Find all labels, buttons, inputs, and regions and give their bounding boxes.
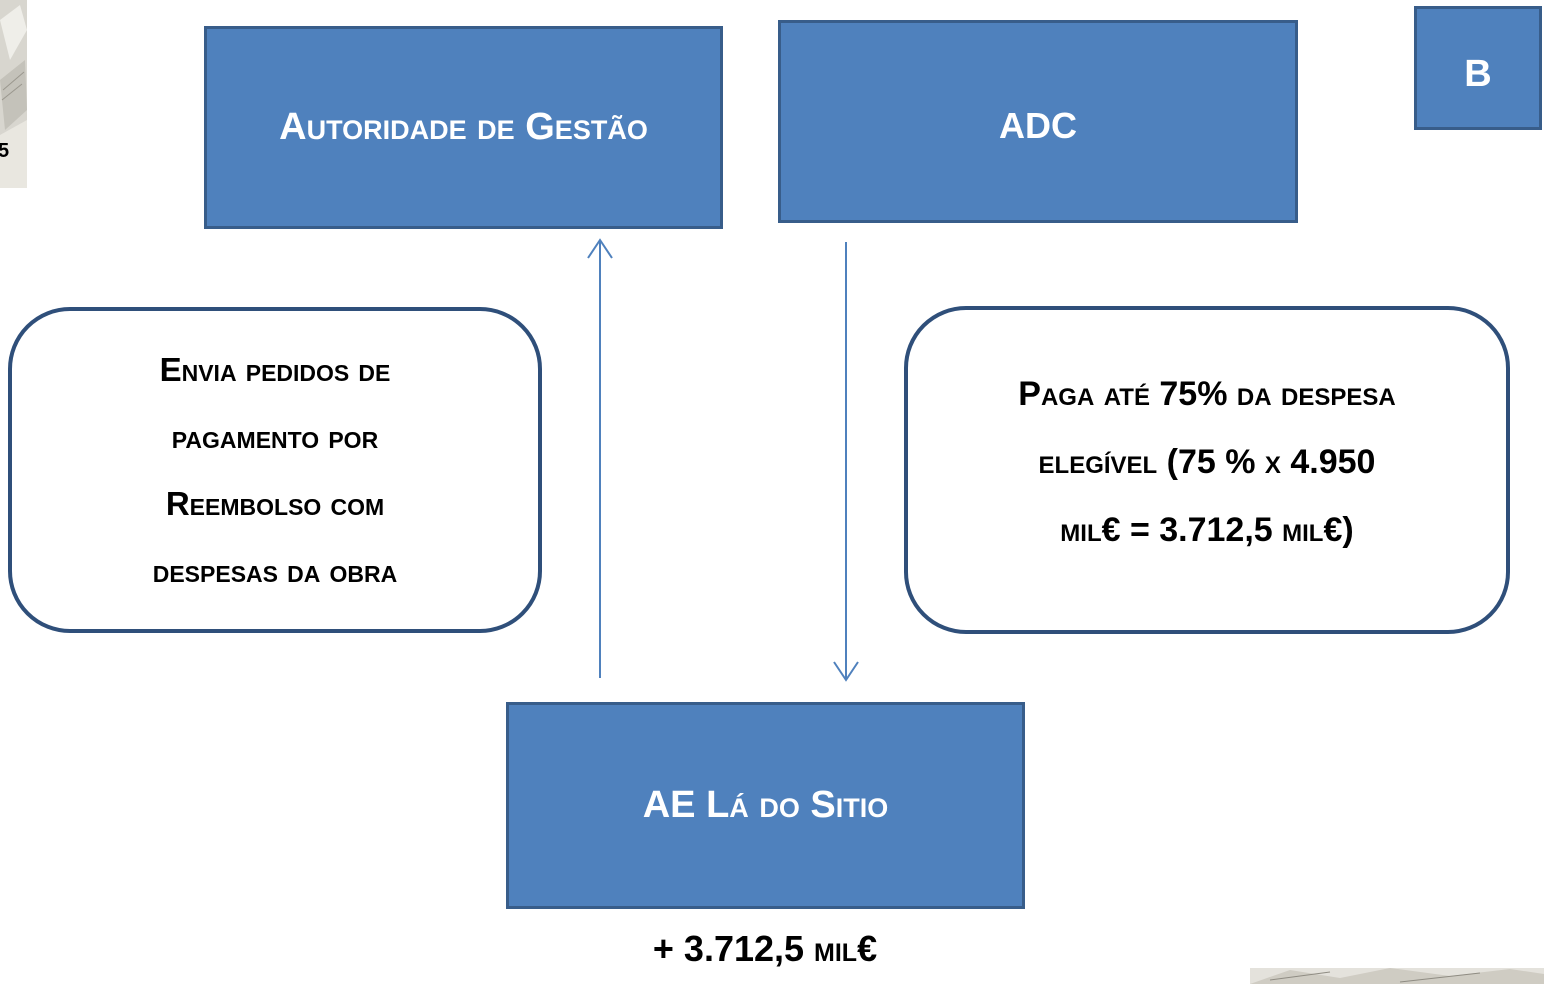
- ae-la-do-sitio-box: AE Lá do Sitio: [506, 702, 1025, 909]
- arrow-down-head: [833, 661, 859, 682]
- envia-pedidos-callout: Envia pedidos de pagamento por Reembolso…: [8, 307, 542, 633]
- b-box: B: [1414, 6, 1542, 130]
- callout-left-line-3: Reembolso com: [165, 485, 385, 522]
- autoridade-de-gestao-box: Autoridade de Gestão: [204, 26, 723, 229]
- callout-left-line-1: Envia pedidos de: [159, 351, 391, 388]
- documents-photo-bottom-right: [1250, 968, 1544, 984]
- callout-left-line-4: despesas da obra: [152, 552, 398, 589]
- ae-la-do-sitio-label: AE Lá do Sitio: [642, 784, 889, 826]
- arrow-up-head: [587, 238, 613, 259]
- b-label: B: [1464, 53, 1492, 95]
- documents-photo-top-left: [0, 0, 27, 188]
- bottom-amount-label: + 3.712,5 mil€: [652, 928, 878, 969]
- callout-right-line-2: elegível (75 % x 4.950: [1038, 443, 1376, 481]
- autoridade-de-gestao-label: Autoridade de Gestão: [279, 106, 648, 148]
- callout-right-line-1: Paga até 75% da despesa: [1018, 375, 1396, 413]
- paga-ate-callout: Paga até 75% da despesa elegível (75 % x…: [904, 306, 1510, 634]
- callout-right-line-3: mil€ = 3.712,5 mil€): [1060, 511, 1354, 549]
- adc-box: ADC: [778, 20, 1298, 223]
- corner-glyph: 5: [0, 140, 10, 162]
- adc-label: ADC: [999, 105, 1077, 146]
- callout-left-line-2: pagamento por: [171, 418, 379, 455]
